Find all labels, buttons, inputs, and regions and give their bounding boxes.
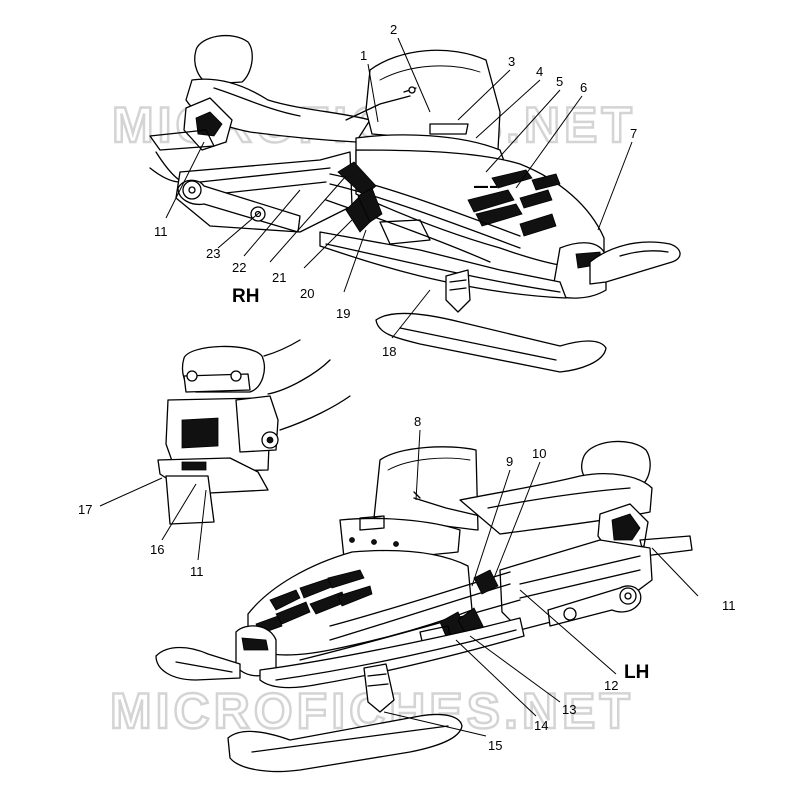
callout-19: 19 — [336, 306, 350, 321]
rh-backrest — [194, 34, 253, 85]
callout-6: 6 — [580, 80, 587, 95]
rh-belly-pan — [319, 231, 567, 299]
callout-labels: 1 2 3 4 5 6 7 8 9 10 11 11 11 12 13 14 1… — [78, 22, 736, 753]
rh-snowmobile: ▬▬ ▬ — [149, 34, 681, 373]
rear-closeup — [157, 339, 351, 525]
callout-22: 22 — [232, 260, 246, 275]
callout-14: 14 — [534, 718, 548, 733]
callout-15: 15 — [488, 738, 502, 753]
closeup-flap — [165, 475, 215, 525]
callout-17: 17 — [78, 502, 92, 517]
rh-tunnel — [175, 151, 353, 233]
callout-11-lh: 11 — [722, 598, 736, 613]
callout-21: 21 — [272, 270, 286, 285]
callout-4: 4 — [536, 64, 543, 79]
lh-belly-pan — [259, 617, 525, 689]
callout-13: 13 — [562, 702, 576, 717]
callout-12: 12 — [604, 678, 618, 693]
rh-hood-vent — [467, 189, 515, 213]
rh-ski — [375, 312, 607, 373]
rh-side-decal — [337, 161, 377, 197]
callout-10: 10 — [532, 446, 546, 461]
callout-3: 3 — [508, 54, 515, 69]
rh-front-ski — [589, 241, 681, 285]
view-label-lh: LH — [624, 662, 649, 683]
callout-9: 9 — [506, 454, 513, 469]
callout-11-closeup: 11 — [190, 564, 204, 579]
view-label-rh: RH — [232, 286, 259, 307]
lh-hood-vent — [269, 589, 301, 611]
rh-track — [177, 179, 301, 233]
closeup-taillight — [181, 417, 219, 449]
lh-ski — [227, 713, 463, 773]
rh-leaders — [165, 37, 633, 339]
lh-front-ski — [155, 646, 241, 681]
rh-spindle — [445, 269, 471, 313]
lh-snowmobile — [155, 440, 693, 773]
callout-11-rh: 11 — [154, 224, 168, 239]
callout-7: 7 — [630, 126, 637, 141]
callout-2: 2 — [390, 22, 397, 37]
callout-20: 20 — [300, 286, 314, 301]
callout-16: 16 — [150, 542, 164, 557]
lh-leaders — [383, 429, 699, 737]
callout-8: 8 — [414, 414, 421, 429]
callout-5: 5 — [556, 74, 563, 89]
closeup-leaders — [99, 477, 207, 561]
svg-text:▬▬ ▬: ▬▬ ▬ — [474, 183, 497, 190]
callout-18: 18 — [382, 344, 396, 359]
callout-1: 1 — [360, 48, 367, 63]
callout-23: 23 — [206, 246, 220, 261]
